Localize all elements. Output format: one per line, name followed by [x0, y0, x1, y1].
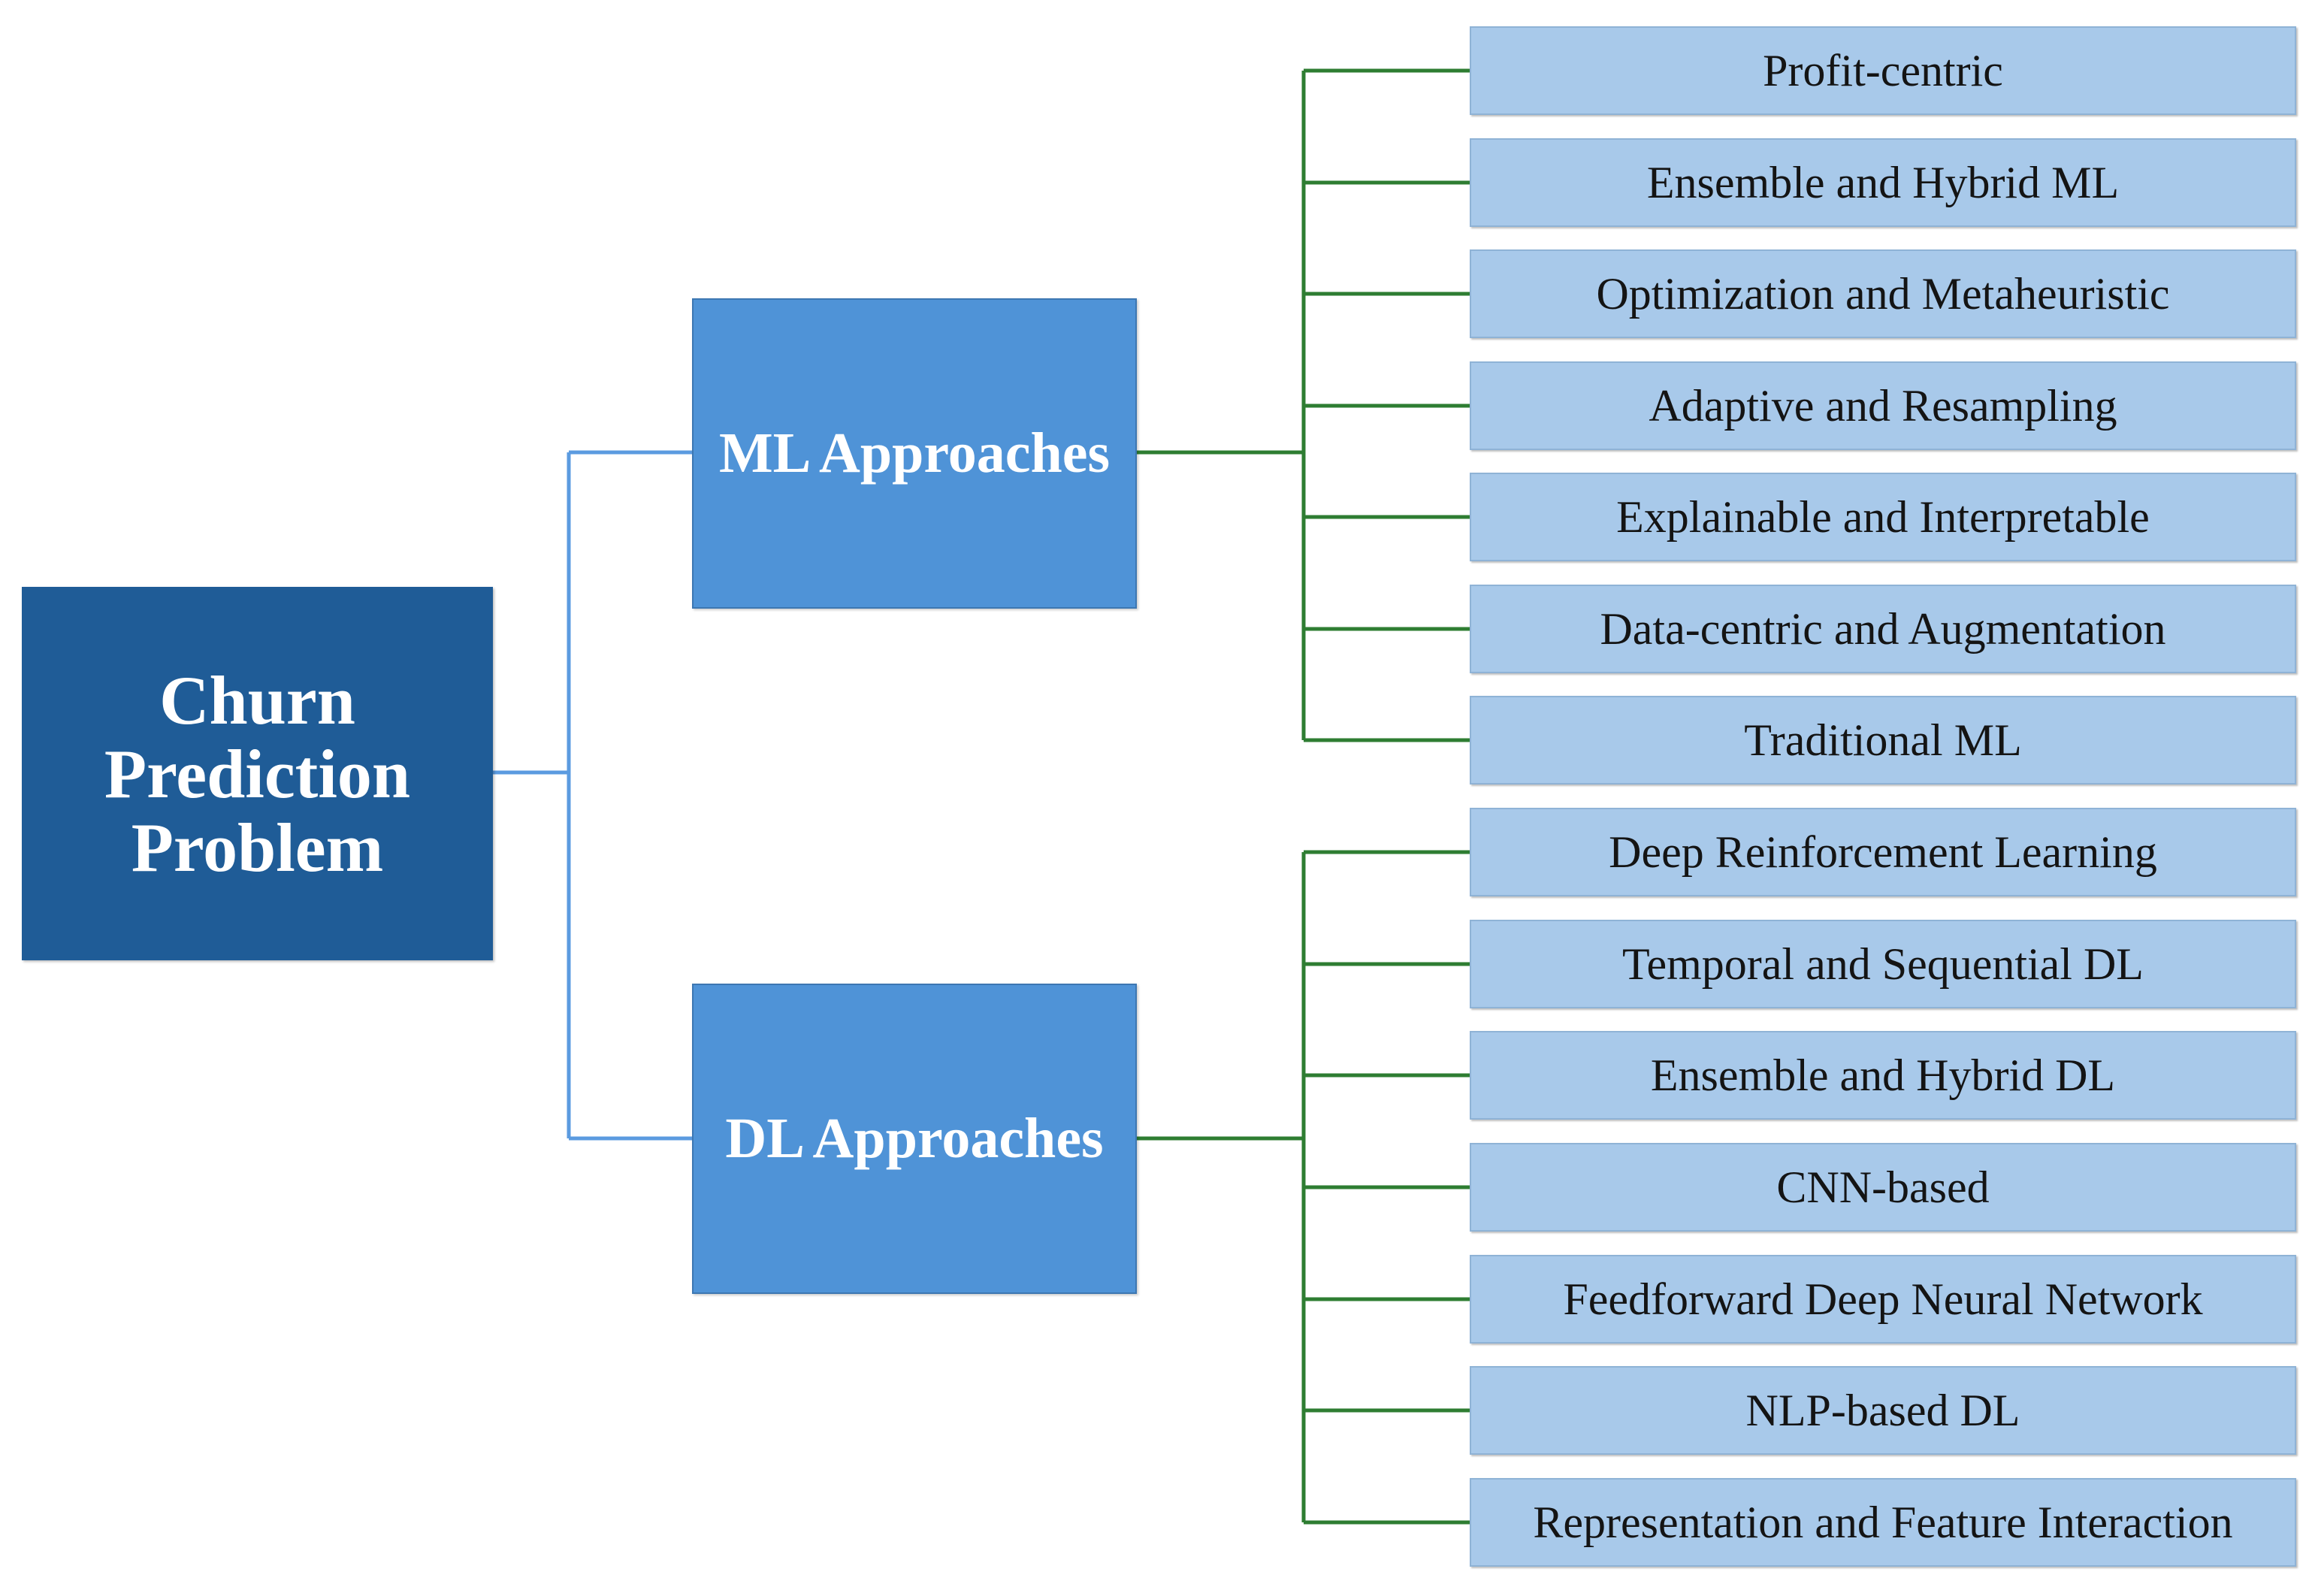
leaf-label: Traditional ML [1744, 715, 2022, 765]
ml-approaches-label: ML Approaches [718, 422, 1111, 485]
dl-approaches-label: DL Approaches [725, 1107, 1104, 1170]
ml-leaf-node: Explainable and Interpretable [1470, 473, 2296, 561]
leaf-label: Deep Reinforcement Learning [1609, 827, 2157, 877]
leaf-label: Explainable and Interpretable [1616, 491, 2150, 542]
dl-leaf-node: Temporal and Sequential DL [1470, 920, 2296, 1008]
leaf-label: Ensemble and Hybrid DL [1650, 1050, 2116, 1100]
root-line: Problem [131, 809, 384, 886]
dl-leaf-node: Ensemble and Hybrid DL [1470, 1031, 2296, 1120]
ml-leaf-node: Optimization and Metaheuristic [1470, 249, 2296, 338]
ml-connector [1137, 68, 1470, 742]
dl-leaf-node: Deep Reinforcement Learning [1470, 808, 2296, 896]
leaf-label: Ensemble and Hybrid ML [1646, 157, 2120, 207]
root-line: Churn [159, 661, 355, 739]
dl-connector [1137, 850, 1470, 1525]
dl-approaches-node: DL Approaches [692, 984, 1137, 1294]
root-connector [493, 450, 692, 1141]
ml-approaches-node: ML Approaches [692, 298, 1137, 609]
dl-leaf-node: CNN-based [1470, 1143, 2296, 1232]
leaf-label: Optimization and Metaheuristic [1596, 268, 2170, 319]
root-line: Prediction [104, 735, 411, 812]
ml-leaf-node: Adaptive and Resampling [1470, 361, 2296, 450]
dl-leaf-node: Representation and Feature Interaction [1470, 1478, 2296, 1567]
leaf-label: Adaptive and Resampling [1649, 380, 2117, 431]
leaf-label: NLP-based DL [1745, 1385, 2020, 1435]
leaf-label: Temporal and Sequential DL [1622, 939, 2144, 989]
dl-leaf-node: Feedforward Deep Neural Network [1470, 1255, 2296, 1344]
ml-leaf-node: Data-centric and Augmentation [1470, 585, 2296, 673]
leaf-label: Data-centric and Augmentation [1600, 603, 2166, 654]
ml-leaf-node: Traditional ML [1470, 696, 2296, 784]
ml-leaf-node: Ensemble and Hybrid ML [1470, 138, 2296, 227]
leaf-label: Representation and Feature Interaction [1533, 1497, 2233, 1547]
leaf-label: Feedforward Deep Neural Network [1563, 1274, 2203, 1324]
dl-leaf-node: NLP-based DL [1470, 1366, 2296, 1455]
leaf-label: Profit-centric [1763, 45, 2003, 95]
ml-leaf-node: Profit-centric [1470, 26, 2296, 115]
root-node: Churn Prediction Problem [22, 587, 493, 960]
leaf-label: CNN-based [1776, 1162, 1990, 1212]
